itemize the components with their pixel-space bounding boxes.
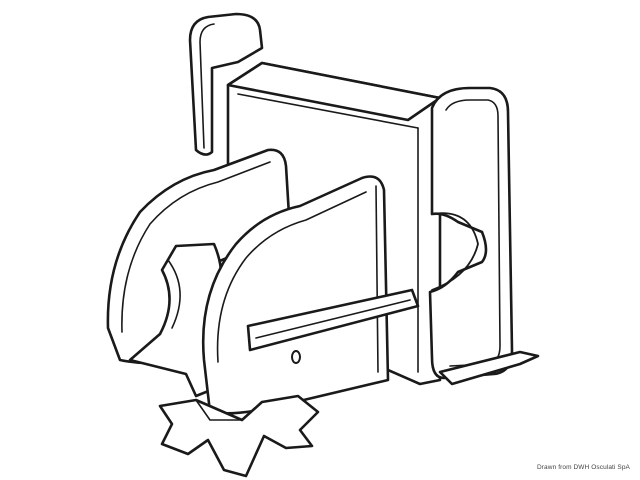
- right-post-notch: [431, 212, 479, 291]
- front-guide-arm-inner: [216, 191, 367, 363]
- back-left-tab: [188, 12, 264, 156]
- wire-slot: [246, 288, 420, 352]
- right-post: [428, 86, 514, 380]
- back-block-top-edge: [237, 93, 419, 129]
- wire-slot-groove: [255, 299, 411, 339]
- base-foot: [438, 350, 540, 386]
- roller-spool-highlight: [167, 259, 181, 329]
- drawing-credit: Drawn from DWH Osculati SpA: [537, 464, 630, 471]
- mounting-hole: [291, 350, 301, 364]
- back-left-tab-inner-edge: [199, 23, 215, 149]
- front-guide-arm-edge: [375, 185, 379, 373]
- rear-guide-arm-inner: [121, 161, 271, 333]
- bottom-star-foot: [158, 394, 320, 478]
- bottom-star-foot-edge: [195, 399, 243, 421]
